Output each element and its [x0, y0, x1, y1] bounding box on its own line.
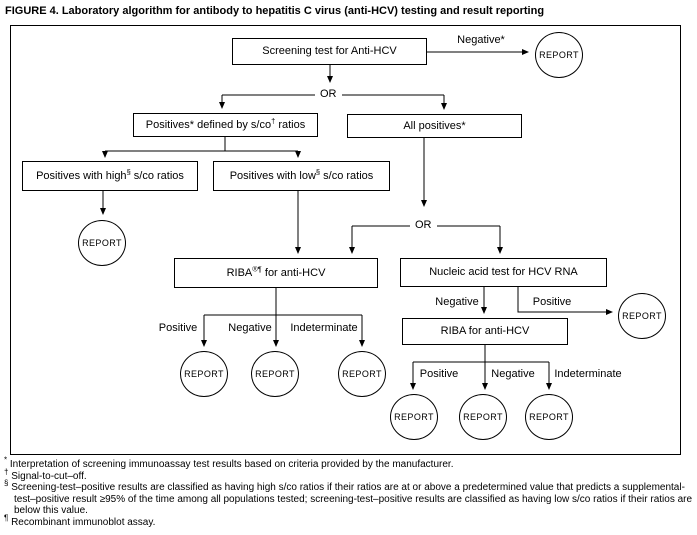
figure-title: FIGURE 4. Laboratory algorithm for antib… — [5, 5, 545, 17]
node-screening-test-label: Screening test for Anti-HCV — [262, 45, 397, 58]
node-positives-high-sco-label: Positives with high§ s/co ratios — [36, 167, 184, 182]
node-positives-high-sco: Positives with high§ s/co ratios — [22, 161, 198, 191]
node-nucleic-acid-test-label: Nucleic acid test for HCV RNA — [429, 266, 578, 279]
edge-label-negative-star: Negative* — [457, 34, 505, 46]
node-riba-supplemental: RIBA®¶ for anti-HCV — [174, 258, 378, 288]
footnote-dagger: † Signal-to-cut–off. — [4, 467, 87, 482]
footnotes: * Interpretation of screening immunoassa… — [4, 455, 694, 528]
edge-label-riba1-indeterminate: Indeterminate — [290, 322, 358, 334]
node-all-positives-label: All positives* — [403, 119, 466, 132]
node-riba-anti-hcv-label: RIBA for anti-HCV — [440, 325, 530, 338]
node-positives-defined-sco-label: Positives* defined by s/co† ratios — [145, 116, 306, 131]
or-junction-1: OR — [315, 88, 342, 100]
report-riba1-indeterminate: REPORT — [338, 351, 386, 397]
report-high-sco: REPORT — [78, 220, 126, 266]
footnote-asterisk: * Interpretation of screening immunoassa… — [4, 455, 454, 470]
node-riba-anti-hcv: RIBA for anti-HCV — [402, 318, 568, 345]
node-screening-test: Screening test for Anti-HCV — [232, 38, 427, 65]
report-riba2-positive: REPORT — [390, 394, 438, 440]
report-screening-negative: REPORT — [535, 32, 583, 78]
node-nucleic-acid-test: Nucleic acid test for HCV RNA — [400, 258, 607, 287]
footnote-pilcrow: ¶ Recombinant immunoblot assay. — [4, 513, 156, 528]
edge-label-riba2-positive: Positive — [419, 368, 459, 380]
edge-label-riba1-positive: Positive — [158, 322, 198, 334]
node-riba-supplemental-label: RIBA®¶ for anti-HCV — [226, 264, 326, 279]
report-riba1-negative: REPORT — [251, 351, 299, 397]
node-positives-low-sco: Positives with low§ s/co ratios — [213, 161, 390, 191]
node-all-positives: All positives* — [347, 114, 522, 138]
footnote-section: § Screening-test–positive results are cl… — [4, 478, 693, 516]
edge-label-nat-positive: Positive — [532, 296, 572, 308]
report-riba2-indeterminate: REPORT — [525, 394, 573, 440]
report-riba2-negative: REPORT — [459, 394, 507, 440]
node-positives-low-sco-label: Positives with low§ s/co ratios — [229, 167, 374, 182]
edge-label-riba2-negative: Negative — [491, 368, 535, 380]
edge-label-riba1-negative: Negative — [228, 322, 272, 334]
or-junction-2: OR — [410, 219, 437, 231]
edge-label-riba2-indeterminate: Indeterminate — [554, 368, 622, 380]
node-positives-defined-sco: Positives* defined by s/co† ratios — [133, 113, 318, 137]
report-riba1-positive: REPORT — [180, 351, 228, 397]
report-nat-positive: REPORT — [618, 293, 666, 339]
edge-label-nat-negative: Negative — [435, 296, 479, 308]
